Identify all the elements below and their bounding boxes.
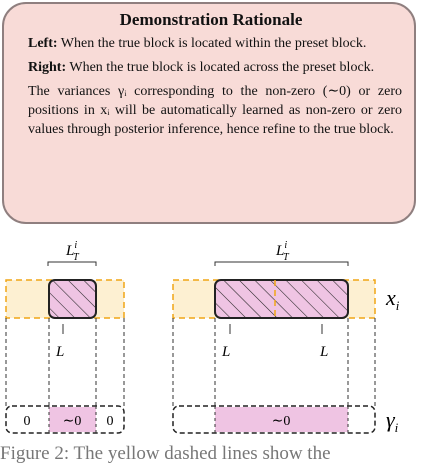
variance-description: The variances γᵢ corresponding to the no… (28, 82, 402, 139)
left-text: When the true block is located within th… (57, 36, 367, 51)
right-gamma-nonzero (215, 407, 348, 432)
left-gamma-nonzero (49, 407, 96, 432)
left-preset-label: L (55, 344, 64, 360)
gamma-row-label: γi (386, 407, 399, 435)
right-preset-label: L (221, 344, 230, 360)
left-gamma-near-zero: ∼0 (63, 414, 82, 429)
left-gamma-zero: 0 (107, 414, 114, 429)
right-description: Right: When the true block is located ac… (28, 58, 402, 77)
right-lead: Right: (28, 60, 67, 75)
left-lead: Left: (28, 36, 58, 51)
right-true-block-brace (214, 261, 349, 266)
left-true-block-hatch (48, 279, 97, 319)
right-preset-label: L (319, 344, 328, 360)
left-description: Left: When the true block is located wit… (28, 34, 402, 53)
right-text: When the true block is located across th… (66, 60, 375, 75)
box-title: Demonstration Rationale (119, 10, 303, 29)
right-gamma-near-zero: ∼0 (272, 414, 291, 429)
right-true-block-hatch (214, 279, 349, 319)
left-gamma-zero: 0 (24, 414, 31, 429)
left-gamma-row (5, 405, 125, 434)
left-true-block-brace (47, 261, 97, 266)
variance-text: The variances γᵢ corresponding to the no… (28, 84, 402, 137)
x-row-label: xi (385, 285, 400, 313)
rationale-box: Demonstration Rationale Left: When the t… (2, 2, 416, 224)
figure-caption: Figure 2: The yellow dashed lines show t… (0, 443, 331, 464)
